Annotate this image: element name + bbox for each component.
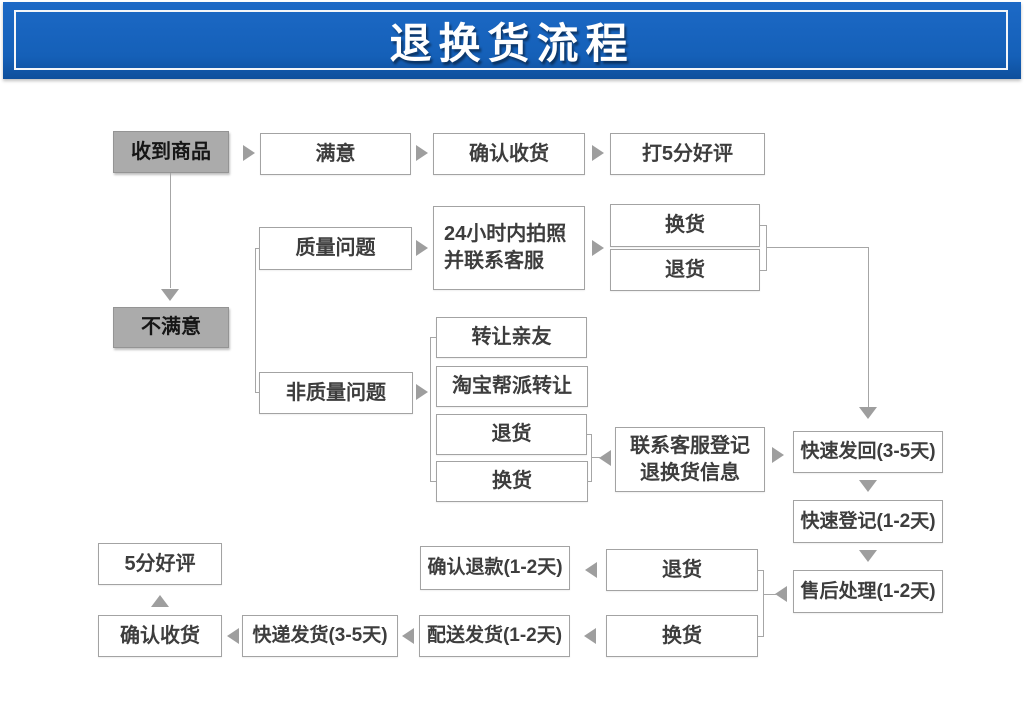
node-confirm-receipt-bottom: 确认收货 — [98, 615, 222, 657]
connector-line — [758, 570, 764, 571]
connector-line — [591, 434, 592, 482]
node-quality-issue: 质量问题 — [259, 227, 412, 270]
connector-line — [758, 636, 764, 637]
node-delivery-ship: 配送发货(1-2天) — [419, 615, 570, 657]
node-return-mid: 退货 — [436, 414, 587, 455]
connector-line — [255, 248, 260, 249]
connector-line — [760, 225, 767, 226]
connector-line — [430, 337, 436, 338]
node-return-bottom: 退货 — [606, 549, 758, 591]
connector-line — [766, 225, 767, 271]
arrow-down-icon — [859, 480, 877, 492]
connector-line — [763, 570, 764, 637]
node-photo-within-24h: 24小时内拍照 并联系客服 — [433, 206, 585, 290]
node-non-quality-issue: 非质量问题 — [259, 372, 413, 414]
connector-line — [868, 247, 869, 407]
node-satisfied: 满意 — [260, 133, 411, 175]
arrow-down-icon — [859, 550, 877, 562]
arrow-right-icon — [592, 240, 604, 256]
arrow-right-icon — [416, 240, 428, 256]
arrow-left-icon — [227, 628, 239, 644]
connector-line — [430, 337, 431, 482]
connector-line — [170, 173, 171, 288]
connector-line — [766, 247, 868, 248]
arrow-left-icon — [402, 628, 414, 644]
node-contact-customer-service: 联系客服登记 退换货信息 — [615, 427, 765, 492]
arrow-left-icon — [775, 586, 787, 602]
node-confirm-refund: 确认退款(1-2天) — [420, 546, 570, 590]
arrow-left-icon — [585, 562, 597, 578]
arrow-right-icon — [772, 447, 784, 463]
connector-line — [587, 481, 592, 482]
arrow-right-icon — [416, 145, 428, 161]
node-exchange-mid: 换货 — [436, 461, 588, 502]
connector-line — [587, 434, 592, 435]
node-taobao-transfer: 淘宝帮派转让 — [436, 366, 588, 407]
connector-line — [255, 248, 256, 393]
node-express-ship: 快递发货(3-5天) — [242, 615, 398, 657]
arrow-up-icon — [151, 595, 169, 607]
connector-line — [760, 270, 767, 271]
arrow-down-icon — [859, 407, 877, 419]
node-five-star-rating-top: 打5分好评 — [610, 133, 765, 175]
node-transfer-to-friends: 转让亲友 — [436, 317, 587, 358]
arrow-right-icon — [592, 145, 604, 161]
node-confirm-receipt-top: 确认收货 — [433, 133, 585, 175]
node-return-row2: 退货 — [610, 249, 760, 291]
arrow-down-icon — [161, 289, 179, 301]
banner-inner-border — [14, 10, 1008, 70]
node-exchange-bottom: 换货 — [606, 615, 758, 657]
node-five-star-bottom: 5分好评 — [98, 543, 222, 585]
title-banner: 退换货流程 — [3, 2, 1021, 79]
connector-line — [430, 481, 436, 482]
node-unsatisfied: 不满意 — [113, 307, 229, 348]
node-aftersales-processing: 售后处理(1-2天) — [793, 570, 943, 613]
node-fast-register: 快速登记(1-2天) — [793, 500, 943, 543]
arrow-left-icon — [599, 450, 611, 466]
page-title: 退换货流程 — [389, 20, 635, 67]
node-fast-send-back: 快速发回(3-5天) — [793, 431, 943, 473]
arrow-right-icon — [416, 384, 428, 400]
arrow-right-icon — [243, 145, 255, 161]
arrow-left-icon — [584, 628, 596, 644]
node-exchange-row2: 换货 — [610, 204, 760, 247]
connector-line — [763, 594, 776, 595]
connector-line — [591, 457, 600, 458]
node-received-goods: 收到商品 — [113, 131, 229, 173]
connector-line — [255, 392, 260, 393]
